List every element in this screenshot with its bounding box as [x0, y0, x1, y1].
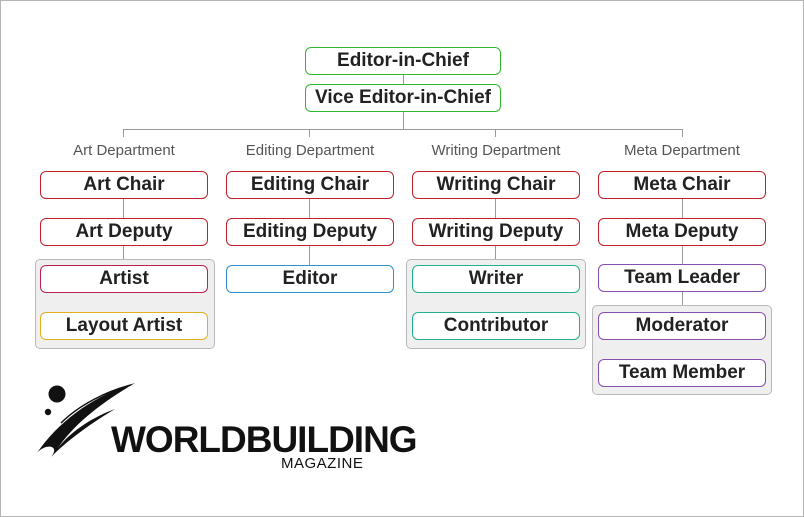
node-contributor[interactable]: Contributor	[412, 312, 580, 340]
node-writing-deputy[interactable]: Writing Deputy	[412, 218, 580, 246]
node-meta-chair[interactable]: Meta Chair	[598, 171, 766, 199]
connector-chief-vice	[403, 75, 404, 85]
logo-wordmark: WORLDBUILDING	[111, 419, 418, 460]
connector-meta-deputy-lead	[682, 246, 683, 264]
label-art-department: Art Department	[73, 142, 175, 159]
node-editing-deputy[interactable]: Editing Deputy	[226, 218, 394, 246]
connector-art-deputy-roles	[123, 246, 124, 260]
connector-writing-drop	[495, 129, 496, 137]
node-team-leader[interactable]: Team Leader	[598, 264, 766, 292]
connector-editing-drop	[309, 129, 310, 137]
node-writing-chair[interactable]: Writing Chair	[412, 171, 580, 199]
connector-editing-deputy-editor	[309, 246, 310, 266]
node-moderator[interactable]: Moderator	[598, 312, 766, 340]
connector-writing-deputy-roles	[495, 246, 496, 260]
worldbuilding-magazine-logo: WORLDBUILDING MAGAZINE	[31, 379, 418, 479]
node-art-chair[interactable]: Art Chair	[40, 171, 208, 199]
logo-subtitle: MAGAZINE	[281, 455, 364, 472]
connector-writing-chair-deputy	[495, 199, 496, 219]
label-writing-department: Writing Department	[431, 142, 561, 159]
connector-meta-drop	[682, 129, 683, 137]
node-editor[interactable]: Editor	[226, 265, 394, 293]
node-vice-editor-in-chief[interactable]: Vice Editor-in-Chief	[305, 84, 501, 112]
label-editing-department: Editing Department	[245, 142, 375, 159]
connector-department-bus	[123, 129, 683, 130]
node-writer[interactable]: Writer	[412, 265, 580, 293]
connector-meta-lead-roles	[682, 292, 683, 305]
connector-editing-chair-deputy	[309, 199, 310, 219]
node-meta-deputy[interactable]: Meta Deputy	[598, 218, 766, 246]
node-editing-chair[interactable]: Editing Chair	[226, 171, 394, 199]
node-team-member[interactable]: Team Member	[598, 359, 766, 387]
logo-swoosh-icon	[37, 383, 135, 457]
connector-art-drop	[123, 129, 124, 137]
node-layout-artist[interactable]: Layout Artist	[40, 312, 208, 340]
label-meta-department: Meta Department	[624, 142, 740, 159]
connector-meta-chair-deputy	[682, 199, 683, 219]
node-art-deputy[interactable]: Art Deputy	[40, 218, 208, 246]
connector-vice-bus	[403, 112, 404, 130]
connector-art-chair-deputy	[123, 199, 124, 219]
node-editor-in-chief[interactable]: Editor-in-Chief	[305, 47, 501, 75]
node-artist[interactable]: Artist	[40, 265, 208, 293]
